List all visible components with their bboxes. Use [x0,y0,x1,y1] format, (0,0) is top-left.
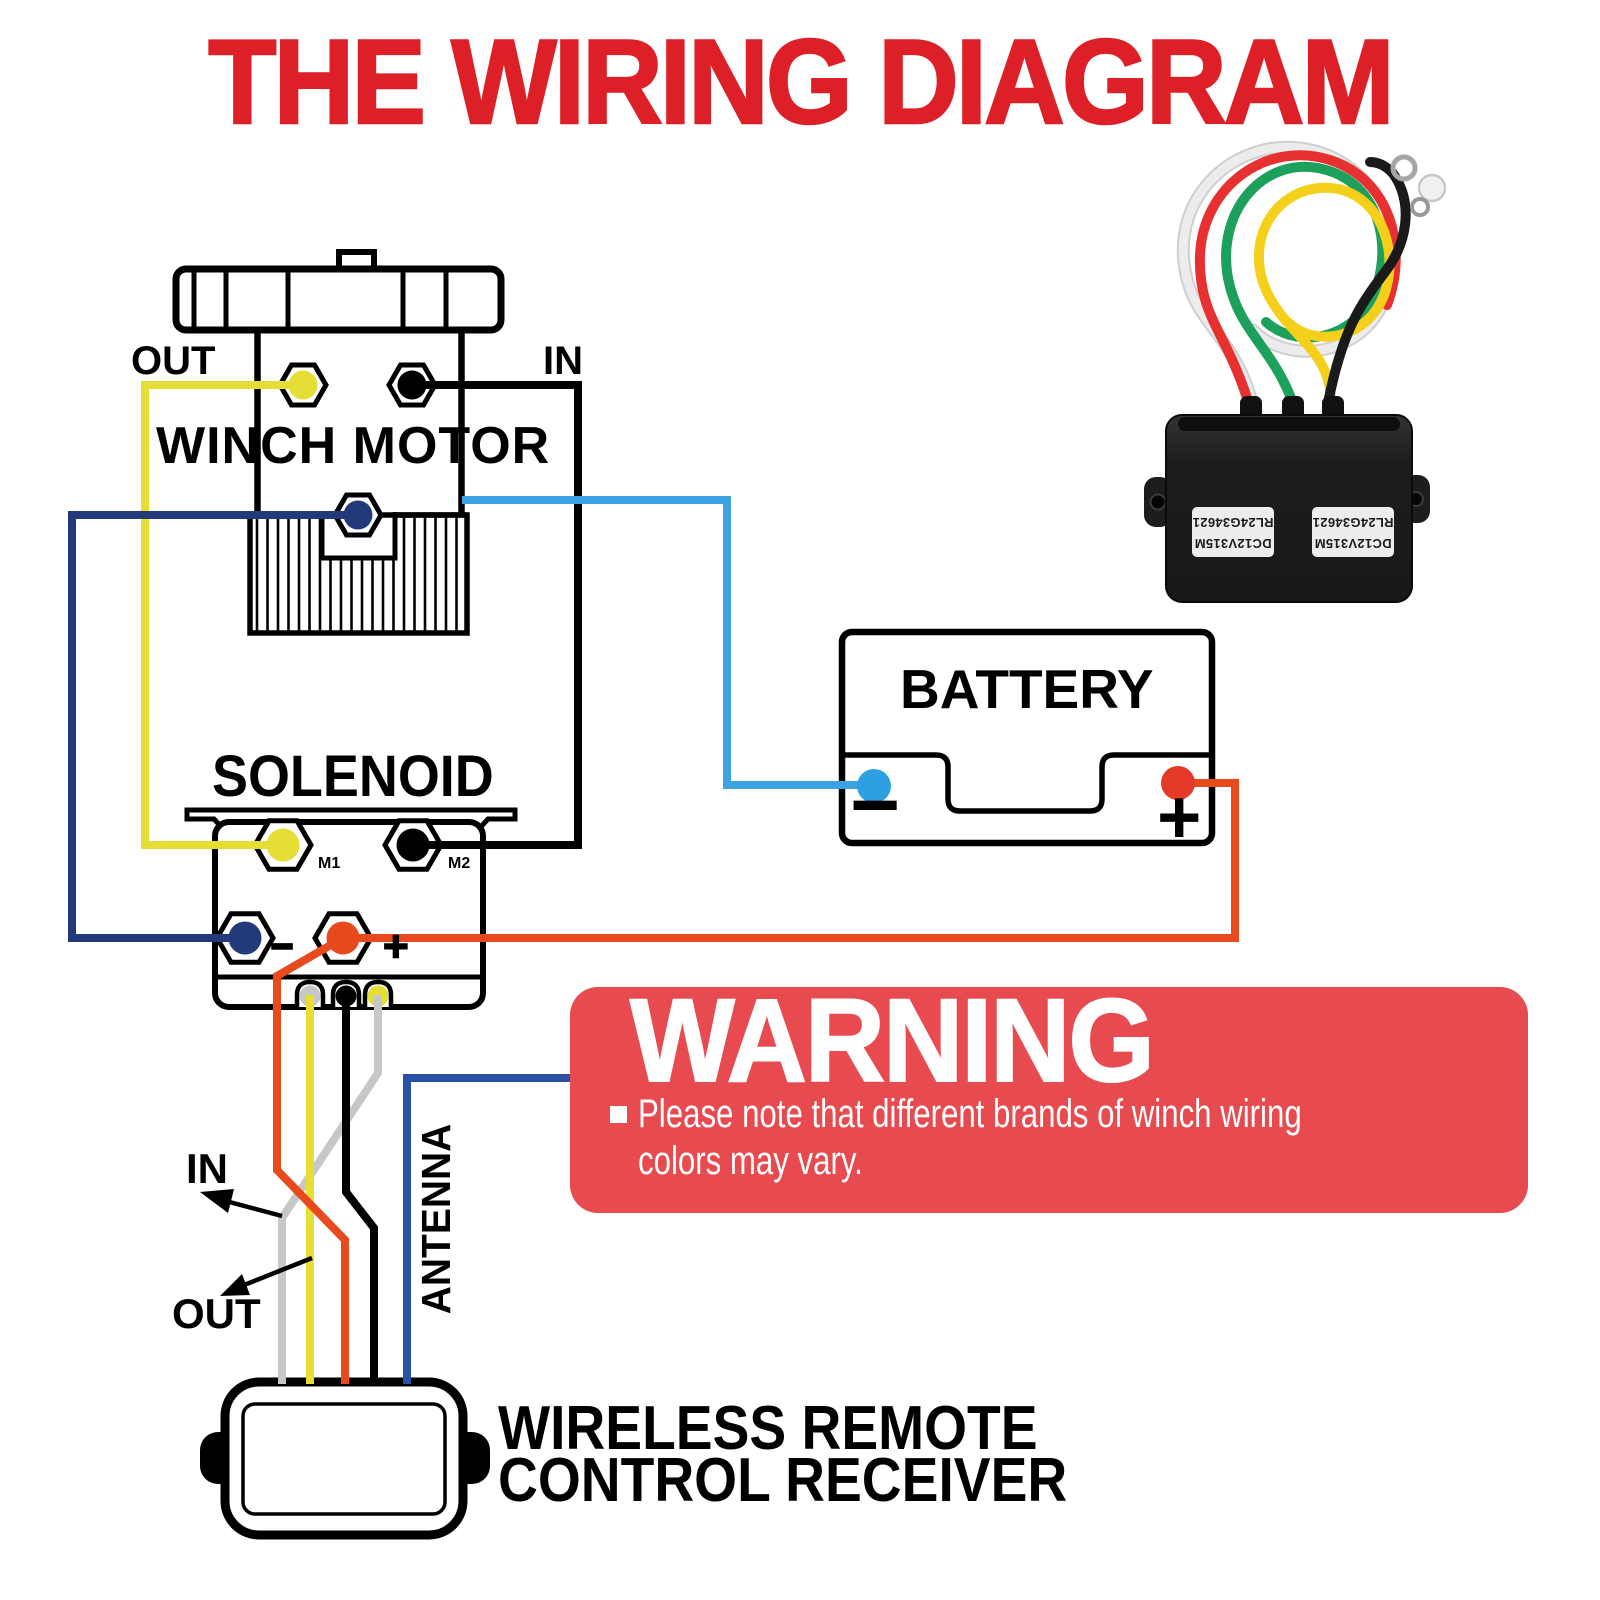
receiver-out-label: OUT [172,1290,261,1337]
receiver-label-line1: WIRELESS REMOTE [498,1394,1038,1463]
winch-out-dot [288,370,318,400]
battery-box [838,628,1216,847]
orange-wire [343,779,1239,942]
warning-title: WARNING [629,975,1156,1107]
page-title: THE WIRING DIAGRAM [207,15,1396,149]
receiver-label-line2: CONTROL RECEIVER [498,1446,1068,1515]
winch-motor-label: WINCH MOTOR [156,417,551,475]
warning-text: Please note that different brands of win… [638,1092,1302,1183]
solenoid-plus-sign: + [382,922,409,971]
annotation-arrows [200,1189,313,1296]
black-down-wire [342,995,378,1384]
module-wire-white [1178,142,1397,403]
battery-plus-terminal [1161,766,1195,800]
navy-wire [68,511,358,942]
module-label-1: DC12V315M RL24G34621 [1192,507,1274,557]
warning-box: WARNING Please note that different brand… [570,981,1528,1213]
solenoid-label: SOLENOID [212,744,494,809]
module-wires [1176,140,1447,405]
winch-in-dot [397,370,427,400]
solenoid-m2-label: M2 [448,855,471,872]
receiver-module-photo [1144,140,1447,603]
red-down-wire [273,934,349,1384]
solenoid-diagram [184,807,518,1010]
warning-bullet-square [610,1106,627,1123]
black-wire [412,381,582,849]
solenoid-plus-dot [326,921,360,955]
battery-divider [842,752,1212,814]
battery-plus-sign: + [1157,775,1202,860]
winch-hatch-block [247,512,470,636]
winch-in-label: IN [543,339,583,383]
winch-cap [172,265,505,334]
antenna-wire [403,1074,570,1384]
solenoid-m1-label: M1 [318,855,341,872]
solenoid-minus-sign: − [270,926,295,968]
yellow-wire [141,381,303,849]
module-wire-black [1324,157,1411,403]
battery-diagram [838,628,1216,847]
wireless-receiver-diagram [200,1377,490,1540]
solenoid-m2-dot [396,828,430,862]
battery-label: BATTERY [900,658,1154,720]
module-ring-terminal [1390,154,1418,182]
module-top-recess [1178,417,1400,431]
solenoid-m1-dot [266,828,300,862]
battery-minus-sign: − [850,757,901,853]
module-wire-red [1194,150,1401,403]
module-label-2: DC12V315M RL24G34621 [1312,507,1394,557]
terminal-dots [228,370,1195,955]
module-wire-yellow [1253,182,1395,403]
lightblue-wire [462,496,873,789]
module-ring-terminal-2 [1410,197,1430,217]
wires [68,381,1239,1384]
receiver-in-label: IN [186,1145,228,1192]
solenoid-minus-dot [228,921,262,955]
antenna-label: ANTENNA [413,1123,459,1315]
battery-minus-terminal [857,769,891,803]
winch-out-label: OUT [131,339,216,383]
receiver-inner [241,1402,447,1516]
gray-wire [278,995,382,1384]
winch-f-dot [343,500,373,530]
module-cap-terminal [1417,173,1447,203]
